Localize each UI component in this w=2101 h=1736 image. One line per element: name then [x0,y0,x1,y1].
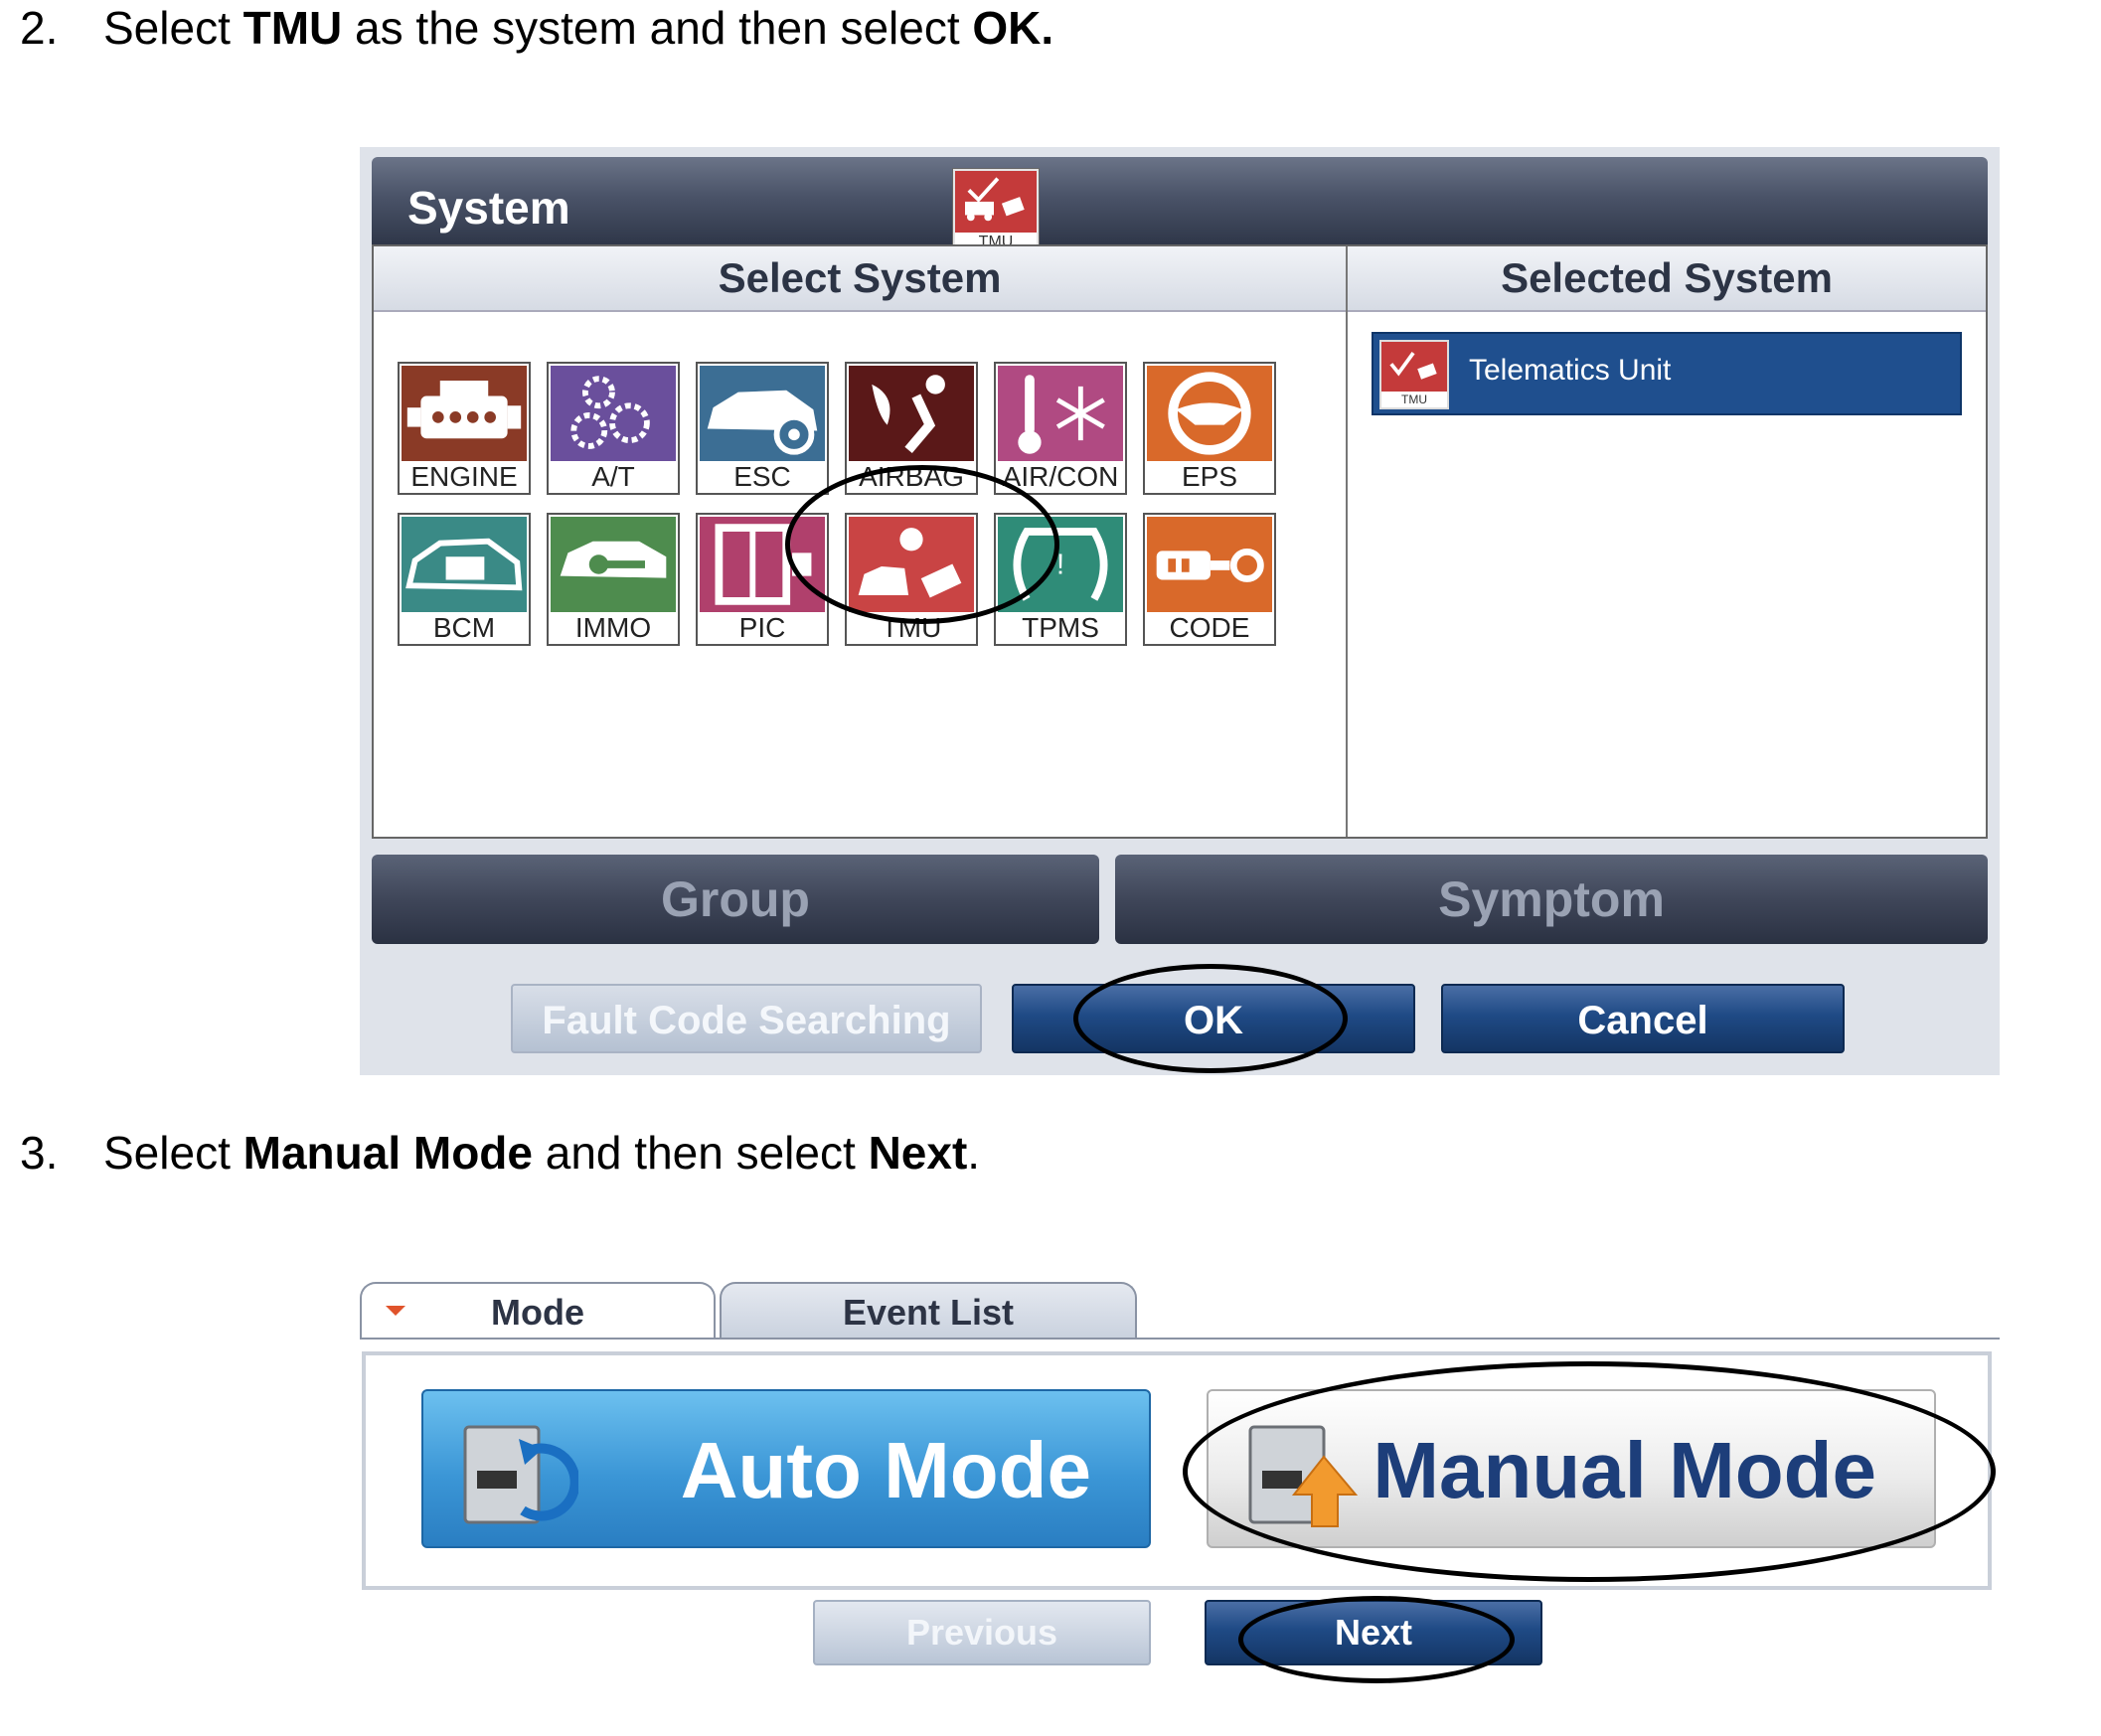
system-tile-label: IMMO [549,612,678,644]
step-emphasis: Manual Mode [242,1127,533,1179]
system-tile-label: TPMS [996,612,1125,644]
tab-divider [360,1338,2000,1340]
symptom-tab[interactable]: Symptom [1115,855,1988,944]
engine-icon [402,366,527,461]
car-door-icon [700,517,825,612]
car-wheel-icon [700,366,825,461]
manual-mode-label: Manual Mode [1373,1426,1876,1514]
step-text: and then select [532,1127,869,1179]
telematics-icon: TMU [953,169,1039,254]
selected-system-label: Telematics Unit [1469,354,1672,387]
select-system-panel: Select System ENGINE A/T ESC [374,246,1348,837]
system-tile-esc[interactable]: ESC [696,362,829,495]
step-emphasis: TMU [242,2,343,54]
system-tile-label: A/T [549,461,678,493]
system-tile-label: AIR/CON [996,461,1125,493]
system-tile-eps[interactable]: EPS [1143,362,1276,495]
icon-caption: TMU [1381,392,1447,407]
system-tile-label: AIRBAG [847,461,976,493]
system-tile-tmu[interactable]: TMU [845,513,978,646]
step-3-instruction: 3. Select Manual Mode and then select Nex… [20,1125,980,1181]
system-tile-label: CODE [1145,612,1274,644]
tab-label: Event List [842,1292,1015,1333]
auto-mode-label: Auto Mode [680,1426,1091,1514]
system-tile-pic[interactable]: PIC [696,513,829,646]
manual-mode-button[interactable]: Manual Mode [1207,1389,1936,1548]
thermometer-snowflake-icon [998,366,1123,461]
car-battery-icon [402,517,527,612]
chevron-down-icon [386,1306,405,1316]
step-text: as the system and then select [342,2,973,54]
previous-button[interactable]: Previous [813,1600,1151,1665]
system-tile-code[interactable]: CODE [1143,513,1276,646]
selected-system-item[interactable]: TMU Telematics Unit [1372,332,1962,415]
dialog-body: Select System ENGINE A/T ESC [372,244,1988,839]
step-text: . [967,1127,981,1179]
group-tab[interactable]: Group [372,855,1099,944]
selected-system-panel: Selected System TMU Telematics Unit [1348,246,1986,837]
step-emphasis: OK. [972,2,1054,54]
system-tile-immo[interactable]: IMMO [547,513,680,646]
step-text: Select [103,1127,243,1179]
step-text: Select [103,2,243,54]
tire-pressure-icon: ! [998,517,1123,612]
ecu-upload-icon [1244,1411,1364,1534]
system-tile-tpms[interactable]: ! TPMS [994,513,1127,646]
steering-wheel-icon [1147,366,1272,461]
ok-button[interactable]: OK [1012,984,1415,1053]
car-key-icon [551,517,676,612]
tab-event-list[interactable]: Event List [720,1282,1137,1340]
system-tile-label: PIC [698,612,827,644]
ecu-sync-icon [459,1411,580,1534]
key-code-icon [1147,517,1272,612]
system-dialog: System TMU Select System ENGINE [360,147,2000,1075]
system-tile-label: BCM [400,612,529,644]
step-number: 3. [20,1127,59,1179]
select-system-header: Select System [374,246,1346,312]
dialog-title: System [407,182,570,234]
selected-system-header: Selected System [1348,246,1986,312]
telematics-icon [849,517,974,612]
system-tile-at[interactable]: A/T [547,362,680,495]
tab-mode[interactable]: Mode [360,1282,716,1340]
tab-label: Mode [491,1292,584,1333]
gears-icon [551,366,676,461]
step-number: 2. [20,2,59,54]
airbag-icon [849,366,974,461]
next-button[interactable]: Next [1205,1600,1542,1665]
system-tile-engine[interactable]: ENGINE [398,362,531,495]
system-tile-label: ESC [698,461,827,493]
svg-text:!: ! [1056,550,1064,581]
system-tile-airbag[interactable]: AIRBAG [845,362,978,495]
step-2-instruction: 2. Select TMU as the system and then sele… [20,0,1053,56]
system-tile-label: ENGINE [400,461,529,493]
cancel-button[interactable]: Cancel [1441,984,1845,1053]
system-tile-label: TMU [847,612,976,644]
system-tile-bcm[interactable]: BCM [398,513,531,646]
step-emphasis: Next [868,1127,968,1179]
fault-code-searching-button[interactable]: Fault Code Searching [511,984,982,1053]
system-tile-label: EPS [1145,461,1274,493]
telematics-icon: TMU [1379,340,1449,409]
auto-mode-button[interactable]: Auto Mode [421,1389,1151,1548]
system-tile-aircon[interactable]: AIR/CON [994,362,1127,495]
dialog-header: System TMU [372,157,1988,254]
